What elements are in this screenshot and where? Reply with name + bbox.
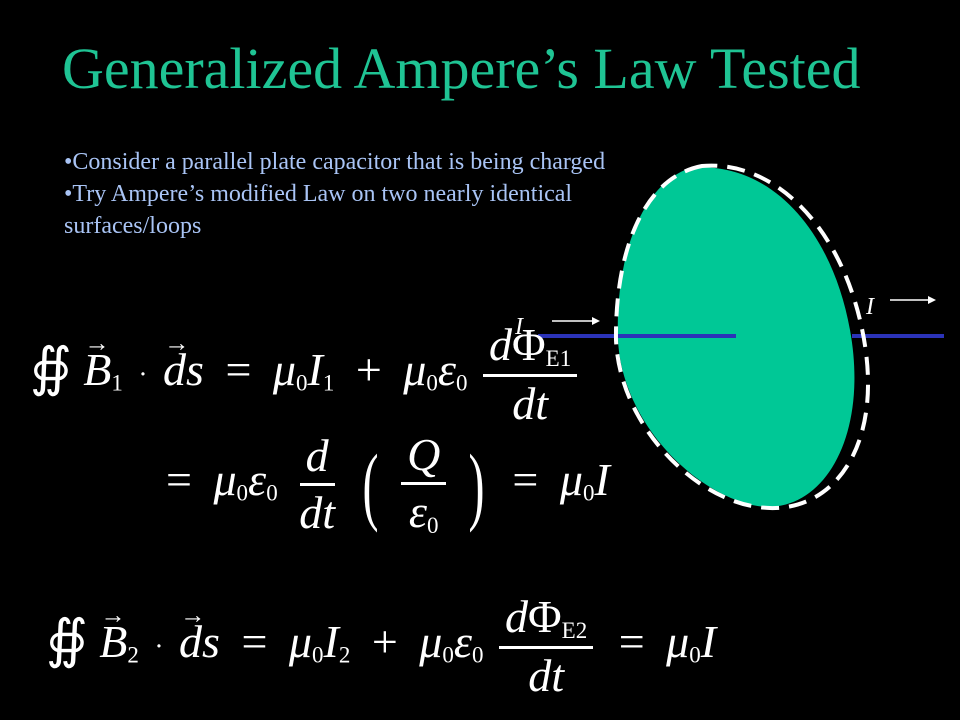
subscript: 0	[689, 642, 701, 668]
current-symbol: I	[594, 453, 610, 505]
phi-symbol: Φ	[512, 319, 546, 370]
charge-symbol: Q	[401, 432, 447, 485]
subscript: 2	[127, 642, 139, 668]
surface-fill	[617, 167, 855, 507]
b-field-vector: B	[83, 329, 111, 396]
subscript: 2	[338, 642, 351, 668]
subscript: 0	[266, 480, 278, 506]
subscript: 0	[312, 642, 324, 668]
ds-vector: ds	[163, 329, 204, 396]
equation-3: ∯ B2 · ds = μ0I2 + μ0ε0 dΦE2 dt = μ0I	[46, 594, 716, 699]
numerator-d: d	[489, 319, 513, 370]
current-symbol: I	[307, 343, 323, 395]
subscript: 1	[111, 370, 123, 396]
plus-sign: +	[371, 615, 398, 667]
bullet-text: Try Ampere’s modified Law on two nearly …	[64, 181, 573, 239]
bullet-item: Consider a parallel plate capacitor that…	[64, 146, 624, 178]
left-paren: (	[363, 435, 380, 533]
dot-operator: ·	[154, 630, 164, 662]
equals-sign: =	[225, 343, 252, 395]
equals-sign: =	[166, 453, 192, 505]
denominator: dt	[512, 377, 548, 429]
subscript: 1	[322, 370, 335, 396]
current-arrow-right	[890, 296, 936, 304]
epsilon-symbol: ε	[437, 343, 457, 395]
bullet-list: Consider a parallel plate capacitor that…	[64, 146, 624, 242]
current-label-left: I	[514, 314, 524, 340]
subscript: 0	[426, 370, 438, 396]
derivative-fraction: d dt	[293, 432, 341, 538]
subscript: E1	[545, 345, 572, 371]
equals-sign: =	[618, 615, 645, 667]
subscript: 0	[582, 480, 595, 506]
plus-sign: +	[355, 343, 382, 395]
slide-title: Generalized Ampere’s Law Tested	[62, 36, 861, 101]
bullet-text: Consider a parallel plate capacitor that…	[72, 149, 606, 175]
subscript: 0	[296, 370, 308, 396]
bullet-item: Try Ampere’s modified Law on two nearly …	[64, 178, 624, 242]
numerator-d: d	[505, 591, 529, 642]
epsilon-symbol: ε	[248, 453, 267, 505]
subscript: 0	[442, 642, 454, 668]
flux-derivative-fraction: dΦE2 dt	[499, 591, 594, 701]
ds-vector: ds	[179, 601, 220, 668]
mu-symbol: μ	[288, 615, 312, 667]
mu-symbol: μ	[213, 453, 237, 505]
current-symbol: I	[323, 615, 339, 667]
dot-operator: ·	[138, 358, 148, 390]
equation-2: = μ0ε0 d dt ( Q ε0 ) = μ0I	[156, 432, 610, 537]
b-field-vector: B	[99, 601, 127, 668]
closed-integral-symbol: ∯	[30, 338, 72, 397]
capacitor-plate-surface	[617, 167, 855, 507]
charge-fraction: Q ε0	[401, 432, 447, 538]
current-arrow-left	[552, 317, 600, 325]
equals-sign: =	[512, 453, 539, 505]
equals-sign: =	[241, 615, 268, 667]
epsilon-symbol: ε	[408, 486, 428, 537]
epsilon-symbol: ε	[453, 615, 473, 667]
dashed-loop	[613, 163, 870, 510]
denominator: dt	[528, 649, 564, 701]
right-paren: )	[468, 435, 485, 533]
flux-derivative-fraction: dΦE1 dt	[483, 319, 578, 429]
mu-symbol: μ	[559, 453, 583, 505]
subscript: 0	[236, 480, 249, 506]
subscript: E2	[561, 617, 588, 643]
denominator: dt	[299, 486, 335, 538]
subscript: 0	[427, 512, 439, 538]
mu-symbol: μ	[419, 615, 443, 667]
subscript: 0	[472, 642, 484, 668]
closed-integral-symbol: ∯	[46, 610, 88, 669]
current-symbol: I	[700, 615, 717, 667]
current-label-right: I	[865, 294, 875, 320]
mu-symbol: μ	[666, 615, 690, 667]
equation-1: ∯ B1 · ds = μ0I1 + μ0ε0 dΦE1 dt	[30, 322, 581, 427]
subscript: 0	[456, 370, 468, 396]
mu-symbol: μ	[272, 343, 296, 395]
phi-symbol: Φ	[528, 591, 562, 642]
numerator: d	[299, 432, 335, 486]
mu-symbol: μ	[403, 343, 427, 395]
